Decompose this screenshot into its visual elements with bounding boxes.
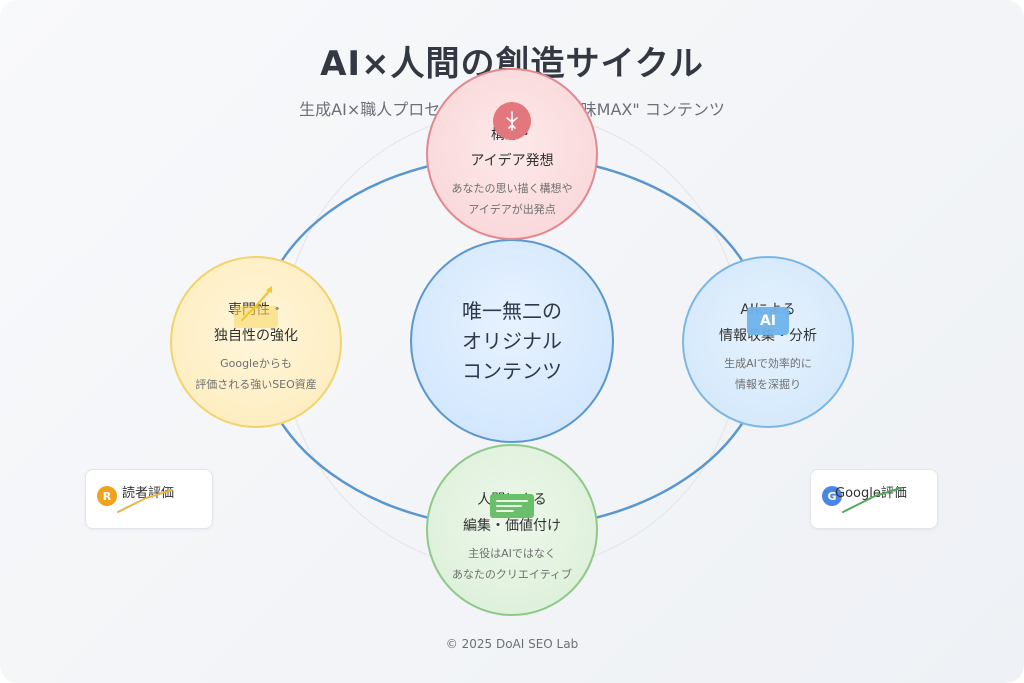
node-human-editing: 人間による 編集・価値付け 主役はAIではなく あなたのクリエイティブ xyxy=(426,444,598,616)
node-heading: アイデア発想 xyxy=(470,153,554,169)
node-description: Googleからも xyxy=(220,357,292,370)
node-description: 情報を深掘り xyxy=(735,378,801,391)
node-description: あなたの思い描く構想や xyxy=(451,182,573,195)
growth-chart-icon xyxy=(234,286,278,328)
document-icon xyxy=(490,494,534,518)
reader-trend-line xyxy=(117,489,173,513)
reader-evaluation-label: 読者評価 xyxy=(122,486,175,501)
node-heading: 独自性の強化 xyxy=(214,328,298,344)
reader-badge-icon: R xyxy=(97,486,117,506)
center-line: コンテンツ xyxy=(462,359,562,383)
node-expertise: 専門性・ 独自性の強化 Googleからも 評価される強いSEO資産 xyxy=(170,256,342,428)
google-badge-icon: G xyxy=(822,486,842,506)
google-trend-line xyxy=(842,487,902,513)
node-ideation: 構想・ アイデア発想 あなたの思い描く構想や アイデアが出発点 xyxy=(426,68,598,240)
center-line: オリジナル xyxy=(462,329,562,353)
center-node-original-content: 唯一無二の オリジナル コンテンツ xyxy=(410,239,614,443)
node-description: あなたのクリエイティブ xyxy=(451,568,573,581)
node-heading: 情報収集・分析 xyxy=(719,328,817,344)
node-description: アイデアが出発点 xyxy=(468,203,556,216)
node-heading: 編集・価値付け xyxy=(463,518,561,534)
copyright-footer: © 2025 DoAI SEO Lab xyxy=(445,637,579,651)
ai-chip-icon: AI xyxy=(747,307,789,335)
center-line: 唯一無二の xyxy=(462,299,562,323)
node-description: 生成AIで効率的に xyxy=(724,357,812,370)
node-description: 評価される強いSEO資産 xyxy=(195,378,317,391)
node-ai-analysis: AIによる 情報収集・分析 生成AIで効率的に 情報を深掘り xyxy=(682,256,854,428)
node-description: 主役はAIではなく xyxy=(468,547,556,560)
reader-evaluation-card: R 読者評価 xyxy=(85,469,213,529)
google-evaluation-label: Google評価 xyxy=(835,486,907,501)
lightbulb-icon xyxy=(493,102,531,140)
google-evaluation-card: G Google評価 xyxy=(810,469,938,529)
